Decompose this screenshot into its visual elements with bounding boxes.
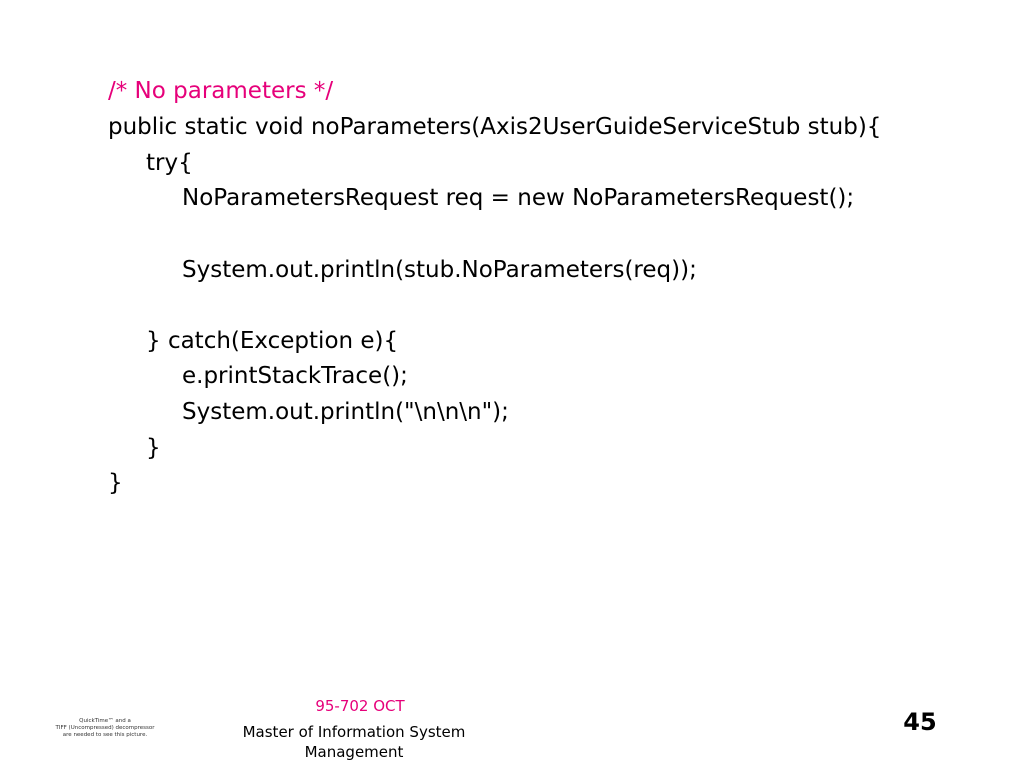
code-line-println-stub: System.out.println(stub.NoParameters(req… bbox=[182, 257, 697, 283]
placeholder-text-line: QuickTime™ and a bbox=[79, 718, 131, 724]
code-line-try: try{ bbox=[146, 150, 193, 176]
code-line-close-catch: } bbox=[146, 435, 161, 461]
code-line-method-signature: public static void noParameters(Axis2Use… bbox=[108, 114, 882, 140]
footer-program-name: Master of Information System Management bbox=[218, 722, 490, 762]
code-comment: /* No parameters */ bbox=[108, 78, 334, 104]
code-line-println-newlines: System.out.println("\n\n\n"); bbox=[182, 399, 509, 425]
footer-course-code: 95-702 OCT bbox=[315, 697, 405, 715]
footer-program-line: Management bbox=[304, 743, 404, 761]
placeholder-text-line: TIFF (Uncompressed) decompressor bbox=[55, 725, 155, 731]
placeholder-text-line: are needed to see this picture. bbox=[62, 732, 148, 738]
code-line-close-method: } bbox=[108, 470, 123, 496]
code-line-print-stack-trace: e.printStackTrace(); bbox=[182, 363, 408, 389]
code-line-catch: } catch(Exception e){ bbox=[146, 328, 399, 354]
slide-page-number: 45 bbox=[903, 708, 937, 736]
quicktime-placeholder-image: QuickTime™ and a TIFF (Uncompressed) dec… bbox=[40, 718, 170, 739]
footer-program-line: Master of Information System bbox=[242, 723, 466, 741]
code-line-request: NoParametersRequest req = new NoParamete… bbox=[182, 185, 855, 211]
